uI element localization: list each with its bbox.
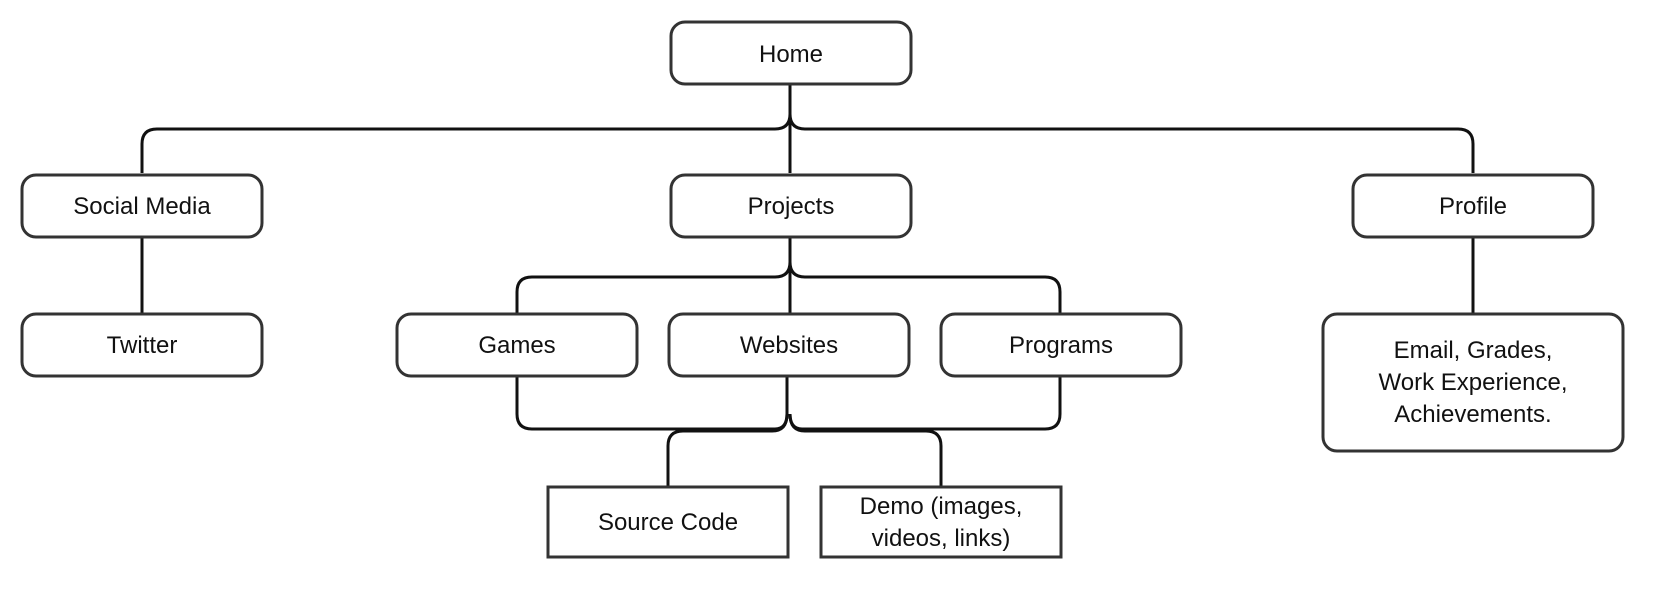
node-games: Games — [395, 312, 639, 378]
node-profile-details-line-3: Achievements. — [1394, 401, 1551, 428]
node-games-label: Games — [478, 332, 555, 359]
edge-programs-merge — [788, 376, 1062, 431]
edge-projects-programs — [788, 237, 1062, 313]
node-programs: Programs — [939, 312, 1183, 378]
node-source-code: Source Code — [546, 485, 790, 559]
node-demo-line-1: Demo (images, — [860, 493, 1023, 520]
connectors — [140, 84, 1475, 486]
node-projects: Projects — [669, 173, 913, 239]
node-profile-details-line-2: Work Experience, — [1379, 369, 1568, 396]
node-projects-label: Projects — [748, 193, 835, 220]
node-twitter-label: Twitter — [107, 332, 178, 359]
node-home-label: Home — [759, 41, 823, 68]
node-profile: Profile — [1351, 173, 1595, 239]
node-profile-label: Profile — [1439, 193, 1507, 220]
node-programs-label: Programs — [1009, 332, 1113, 359]
node-websites: Websites — [667, 312, 911, 378]
node-home: Home — [669, 20, 913, 86]
node-twitter: Twitter — [20, 312, 264, 378]
edge-games-merge — [515, 376, 789, 431]
node-websites-label: Websites — [740, 332, 838, 359]
node-social-media-label: Social Media — [73, 193, 211, 220]
node-source-code-label: Source Code — [598, 509, 738, 536]
edge-home-social-media — [140, 84, 792, 173]
edge-home-profile — [788, 84, 1475, 173]
node-social-media: Social Media — [20, 173, 264, 239]
edge-merge-source-code — [666, 413, 789, 486]
node-profile-details-line-1: Email, Grades, — [1394, 337, 1553, 364]
node-demo-line-2: videos, links) — [872, 525, 1011, 552]
node-profile-details: Email, Grades, Work Experience, Achievem… — [1321, 312, 1625, 453]
node-demo: Demo (images, videos, links) — [819, 485, 1063, 559]
edge-projects-games — [515, 237, 792, 313]
edge-merge-demo — [788, 413, 943, 486]
